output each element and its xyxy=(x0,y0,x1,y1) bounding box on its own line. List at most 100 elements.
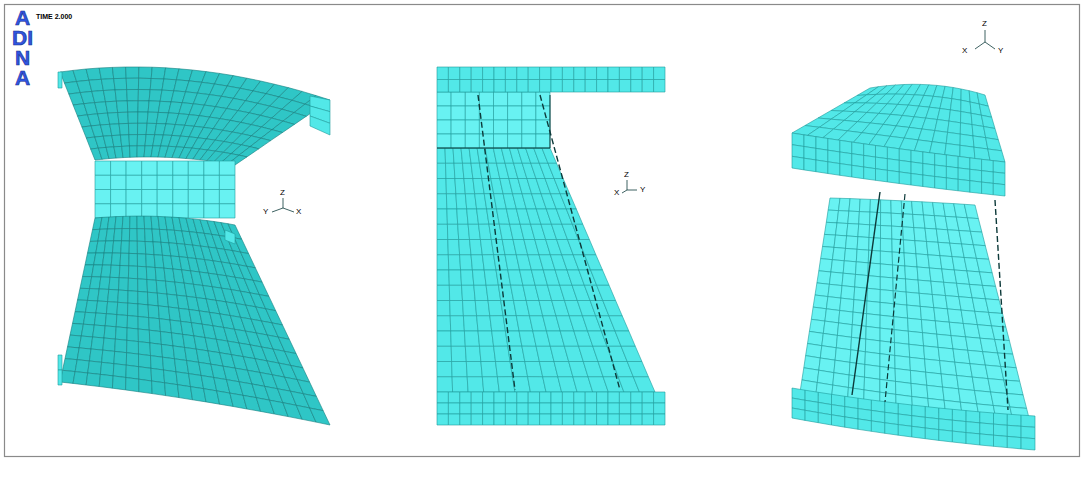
mesh-element xyxy=(868,276,881,290)
mesh-element xyxy=(619,403,630,414)
mesh-element xyxy=(63,359,78,372)
mesh-element xyxy=(478,331,494,346)
mesh-element xyxy=(471,67,482,80)
mesh-element xyxy=(898,403,912,415)
mesh-element xyxy=(923,152,935,165)
axis-label: X xyxy=(614,189,619,197)
mesh-element xyxy=(825,309,840,323)
bottom-flange xyxy=(437,392,665,425)
mesh-element xyxy=(809,319,825,333)
mesh-element xyxy=(849,199,860,212)
web-box xyxy=(95,161,235,218)
mesh-element xyxy=(631,414,642,425)
mesh-element xyxy=(517,403,528,414)
mesh-element xyxy=(145,229,154,242)
mesh-element xyxy=(437,194,447,209)
mesh-element xyxy=(939,408,953,420)
mesh-element xyxy=(856,249,868,263)
mesh-element xyxy=(572,224,589,239)
mesh-element xyxy=(129,253,138,266)
top-flange xyxy=(437,67,665,92)
mesh-element xyxy=(297,380,316,397)
mesh-element xyxy=(89,79,103,91)
mesh-element xyxy=(927,242,941,256)
mesh-element xyxy=(58,355,62,370)
mesh-element xyxy=(115,90,127,102)
mesh-element xyxy=(980,272,996,287)
mesh-element xyxy=(631,80,642,93)
mesh-element xyxy=(966,411,980,423)
mesh-element xyxy=(103,90,116,102)
mesh-element xyxy=(505,67,516,80)
mesh-element xyxy=(902,214,914,228)
mesh-element xyxy=(839,311,854,325)
mesh-element xyxy=(887,147,899,160)
mesh-element xyxy=(929,268,943,282)
mesh-element xyxy=(993,172,1005,185)
mesh-element xyxy=(481,362,498,377)
mesh-element xyxy=(517,80,528,93)
mesh-element xyxy=(913,214,925,228)
mesh-element xyxy=(448,403,459,414)
mesh-element xyxy=(137,254,146,267)
mesh-element xyxy=(562,414,573,425)
mesh-element xyxy=(907,305,922,320)
mesh-element xyxy=(536,134,550,148)
mesh-element xyxy=(855,274,868,288)
mesh-element xyxy=(880,264,893,278)
mesh-element xyxy=(654,414,665,425)
mesh-element xyxy=(816,148,828,161)
mesh-element xyxy=(157,190,173,204)
mesh-element xyxy=(437,120,451,134)
mesh-element xyxy=(467,377,484,392)
mesh-element xyxy=(832,247,845,260)
mesh-element xyxy=(448,255,460,270)
mesh-element xyxy=(880,251,892,265)
mesh-element xyxy=(957,376,975,391)
mesh-element xyxy=(118,112,129,124)
axis-label: Y xyxy=(998,47,1003,55)
mesh-element xyxy=(119,266,129,279)
mesh-element xyxy=(138,266,147,279)
mesh-element xyxy=(157,175,173,189)
mesh-element xyxy=(823,234,836,247)
mesh-element xyxy=(792,408,805,420)
mesh-element xyxy=(574,403,585,414)
mesh-element xyxy=(910,357,926,372)
mesh-element xyxy=(654,67,665,80)
mesh-element xyxy=(823,321,838,335)
mesh-element xyxy=(1021,438,1035,450)
mesh-element xyxy=(885,402,899,414)
mesh-element xyxy=(859,199,870,212)
mesh-element xyxy=(970,169,982,182)
mesh-element xyxy=(811,307,826,321)
mesh-element xyxy=(846,236,858,249)
mesh-element xyxy=(597,80,608,93)
mesh-element xyxy=(494,414,505,425)
tapered-web xyxy=(437,148,655,392)
mesh-element xyxy=(225,230,235,244)
mesh-element xyxy=(821,247,834,260)
mesh-element xyxy=(173,161,189,175)
mesh-element xyxy=(540,67,551,80)
mesh-element xyxy=(111,161,127,175)
mesh-element xyxy=(151,356,164,370)
mesh-element xyxy=(451,92,465,106)
mesh-element xyxy=(562,403,573,414)
mesh-element xyxy=(310,408,330,425)
mesh-element xyxy=(949,110,961,123)
mesh-element xyxy=(126,78,139,89)
mesh-element xyxy=(654,392,665,403)
mesh-element xyxy=(479,92,493,106)
mesh-element xyxy=(437,163,446,178)
mesh-element xyxy=(828,198,840,211)
mesh-element xyxy=(615,331,635,346)
mesh-element xyxy=(828,162,840,176)
mesh-element xyxy=(77,348,91,361)
mesh-element xyxy=(642,67,653,80)
mesh-element xyxy=(517,414,528,425)
mesh-element xyxy=(911,174,923,187)
mesh-element xyxy=(75,360,89,373)
mesh-element xyxy=(437,80,448,93)
mesh-element xyxy=(146,267,156,281)
